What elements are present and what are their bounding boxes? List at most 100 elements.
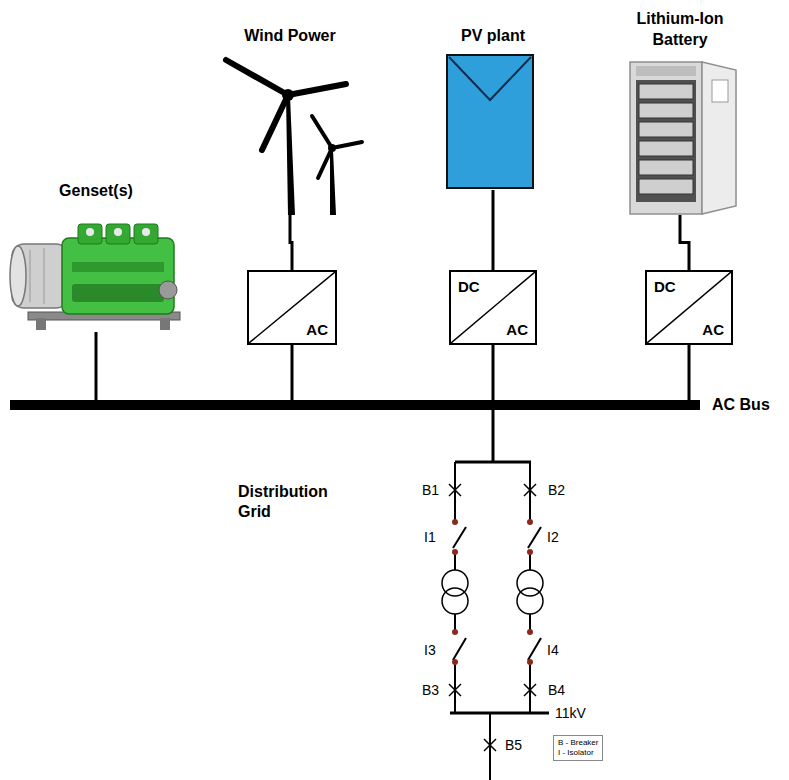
genset-illustration-part <box>62 238 174 314</box>
source-heading: Genset(s) <box>11 180 181 201</box>
switchgear-single-line-part <box>517 588 543 614</box>
switchgear-single-line-part <box>529 553 531 570</box>
battery-cabinet-illustration-part <box>639 103 693 118</box>
switchgear-single-line-part <box>529 614 531 631</box>
connector-line <box>680 215 689 270</box>
wind-turbine-illustration-part <box>226 60 288 95</box>
genset-illustration-part <box>160 318 170 330</box>
battery-cabinet-illustration <box>630 62 736 214</box>
battery-cabinet-illustration-part <box>636 80 696 202</box>
switchgear-single-line-part <box>452 519 533 665</box>
battery-cabinet-illustration-part <box>702 62 736 214</box>
bus-label: AC Bus <box>712 395 770 415</box>
isolator-label: I4 <box>547 642 559 658</box>
genset-illustration-part <box>86 228 94 236</box>
connector-line <box>291 345 294 400</box>
pv-panel-illustration <box>447 55 533 188</box>
switchgear-single-line-part <box>524 484 536 496</box>
isolator-label: I1 <box>424 529 436 545</box>
genset-illustration-part <box>44 248 45 304</box>
switchgear-single-line-part <box>529 663 531 713</box>
wind-turbine-illustration-part <box>282 89 294 101</box>
wind-turbine-illustration-part <box>288 84 346 95</box>
switchgear-single-line-part <box>524 484 536 496</box>
switchgear-single-line-part-part <box>452 519 458 525</box>
genset-illustration-part <box>106 224 130 244</box>
switchgear-single-line-part <box>524 684 536 696</box>
converter-box: DCAC <box>645 270 733 345</box>
converter-diagonal-line <box>451 272 535 343</box>
switchgear-single-line-part <box>442 588 468 614</box>
switchgear-single-line-part-part <box>527 629 533 635</box>
source-heading: PV plant <box>441 25 545 46</box>
connector-line <box>290 215 292 270</box>
switchgear-single-line-part-part <box>452 549 458 555</box>
section-heading: Distribution Grid <box>238 482 356 522</box>
wind-turbine-illustration-part <box>332 142 362 148</box>
wind-turbine-illustration <box>226 60 362 215</box>
battery-cabinet-illustration-part <box>712 80 728 102</box>
genset-illustration-part <box>36 318 46 330</box>
connector-line <box>492 190 495 270</box>
key-text: B - Breaker <box>558 738 598 748</box>
converter-label: AC <box>506 321 528 338</box>
converter-diagonal-line <box>249 272 335 343</box>
genset-illustration-part <box>134 224 158 244</box>
converter-label: DC <box>458 278 480 295</box>
switchgear-single-line-part <box>453 527 466 548</box>
switchgear-single-line-part-part <box>527 659 533 665</box>
genset-illustration-part <box>72 284 164 302</box>
converter-diagonal-line <box>647 272 731 343</box>
switchgear-single-line-part <box>492 410 495 462</box>
connector-line <box>95 332 98 400</box>
switchgear-single-line-part-part <box>527 519 533 525</box>
battery-cabinet-illustration-part <box>630 62 702 214</box>
switchgear-single-line-part <box>455 461 531 464</box>
genset-illustration-part <box>72 262 164 272</box>
genset-illustration-part <box>114 228 122 236</box>
battery-cabinet-illustration-part <box>639 179 693 194</box>
switchgear-single-line-part <box>524 684 536 696</box>
connector-line <box>688 345 691 400</box>
pv-plant-node: PV plant <box>440 25 546 190</box>
pv-panel-illustration-part <box>447 55 533 188</box>
isolator-label: I3 <box>424 642 436 658</box>
switchgear-single-line-part <box>449 484 461 496</box>
switchgear-single-line-part <box>484 739 496 751</box>
wind-turbine-illustration-part <box>312 116 332 148</box>
converter-label: DC <box>654 278 676 295</box>
breaker-label: B5 <box>505 737 522 753</box>
battery-cabinet-illustration-part <box>639 141 693 156</box>
connector-line <box>492 345 495 400</box>
battery-node: Lithium-Ion Battery <box>615 8 745 215</box>
switchgear-single-line-part <box>528 638 541 660</box>
switchgear-single-line-part <box>484 739 496 751</box>
genset-illustration-part <box>78 224 102 244</box>
wind-power-node: Wind Power <box>215 25 365 215</box>
voltage-label: 11kV <box>555 705 586 721</box>
genset-illustration-part <box>159 281 177 299</box>
switchgear-single-line-part <box>454 614 456 631</box>
genset-illustration <box>10 224 180 330</box>
genset-illustration-part <box>10 246 26 306</box>
breaker-label: B1 <box>422 482 439 498</box>
battery-cabinet-illustration-part <box>639 84 693 99</box>
key-box: B - BreakerI - Isolator <box>553 735 603 761</box>
breaker-label: B3 <box>422 682 439 698</box>
ac-bus-bar: AC Bus <box>10 400 700 410</box>
switchgear-single-line-part-part <box>452 629 458 635</box>
source-heading: Lithium-Ion Battery <box>625 8 735 50</box>
switchgear-single-line-part <box>454 663 456 713</box>
pv-panel-illustration-part <box>449 57 531 100</box>
genset-node: Genset(s) <box>8 180 184 332</box>
converter-box: DC AC <box>449 270 537 345</box>
wind-turbine-illustration-part <box>330 150 336 215</box>
source-heading: Wind Power <box>216 25 364 46</box>
isolator-label: I2 <box>547 529 559 545</box>
switchgear-single-line-part <box>449 684 461 696</box>
breaker-label: B2 <box>548 482 565 498</box>
switchgear-single-line-part <box>449 484 461 496</box>
